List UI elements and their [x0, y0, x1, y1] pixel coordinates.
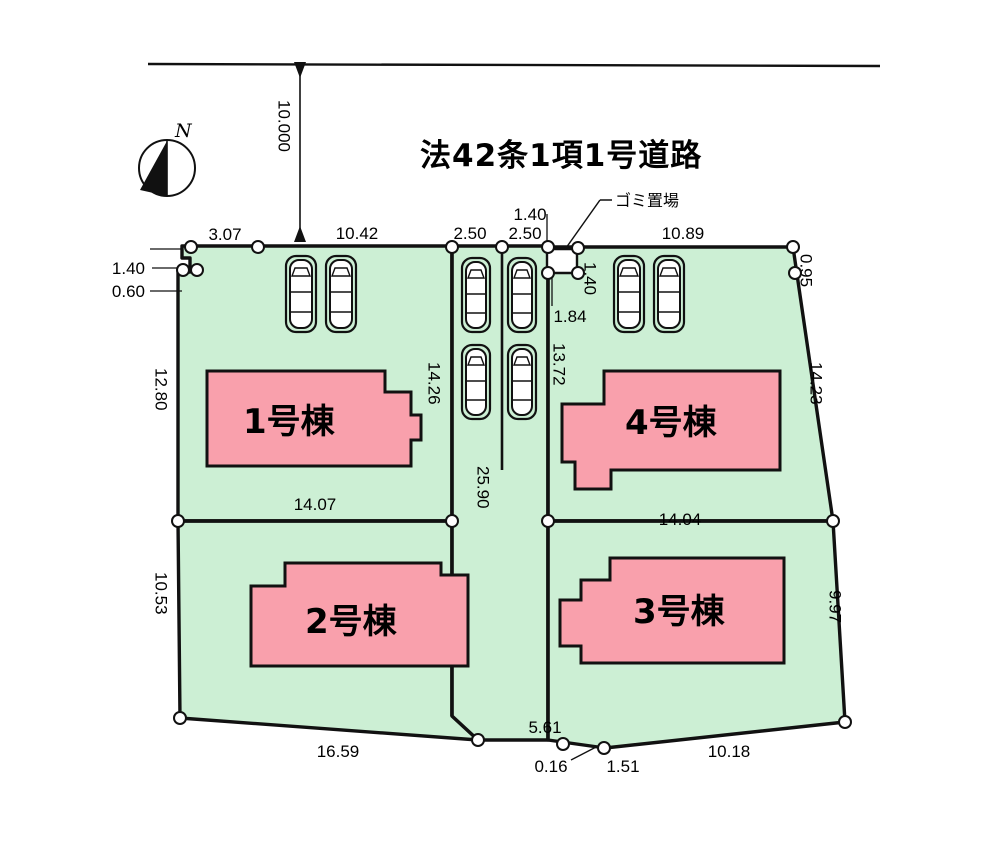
road-upper-boundary-line — [147, 62, 881, 68]
lot-division-lines — [178, 246, 833, 740]
dimension-interior-1-40-right: 1.40 — [581, 262, 600, 295]
building-footprint-1 — [205, 369, 423, 468]
building-footprint-3 — [558, 556, 786, 665]
dimension-right-14-23: 14.23 — [807, 362, 826, 405]
building-label-1: 1号棟 — [243, 402, 336, 442]
dimension-left-12-80: 12.80 — [152, 368, 171, 411]
dimension-bottom-5-61: 5.61 — [528, 718, 561, 737]
building-footprint-2 — [249, 561, 470, 668]
gomi-width-label: 1.40 — [513, 205, 546, 224]
dimension-interior-14-04: 14.04 — [659, 510, 702, 529]
dimension-bottom-1-51: 1.51 — [606, 757, 639, 776]
building-label-4: 4号棟 — [625, 403, 718, 443]
building-footprint-4 — [560, 369, 782, 491]
dimension-left-10-53: 10.53 — [152, 572, 171, 615]
dimension-bottom-0-16-leader — [570, 744, 601, 761]
dimension-bottom-16-59: 16.59 — [317, 742, 360, 761]
dimension-bottom-10-18: 10.18 — [708, 742, 751, 761]
north-arrow-icon: N — [138, 120, 196, 197]
dimension-interior-14-07: 14.07 — [294, 495, 337, 514]
building-label-3: 3号棟 — [633, 592, 726, 632]
dimension-interior-25-90: 25.90 — [474, 466, 493, 509]
dimension-road-offset-label: 10.000 — [275, 100, 294, 152]
gomi-storage-area: ゴミ置場 1.40 — [513, 191, 679, 275]
dimension-interior-13-72: 13.72 — [550, 343, 569, 386]
dimension-right-9-97: 9.97 — [826, 590, 845, 623]
dimension-top-10-89: 10.89 — [662, 224, 705, 243]
dimension-top-3-07: 3.07 — [208, 225, 241, 244]
gomi-storage-label: ゴミ置場 — [615, 191, 679, 210]
boundary-vertex-markers — [171, 240, 852, 755]
dimension-bottom-0-16: 0.16 — [534, 757, 567, 776]
page-title: 法42条1項1号道路 — [420, 138, 702, 174]
parking-stall-outlines — [284, 254, 686, 421]
dimension-top-2-50-b: 2.50 — [508, 224, 541, 243]
building-label-2: 2号棟 — [305, 602, 398, 642]
dimension-right-0-95: 0.95 — [797, 254, 816, 287]
dimension-top-10-42: 10.42 — [336, 224, 379, 243]
dimension-left-group: 1.40 0.60 — [112, 248, 182, 301]
dimension-interior-1-84: 1.84 — [553, 307, 586, 326]
dimension-left-1-40: 1.40 — [112, 259, 145, 278]
dimension-interior-14-26: 14.26 — [425, 362, 444, 405]
dimension-top-2-50-a: 2.50 — [453, 224, 486, 243]
dimension-road-offset: 10.000 — [275, 62, 306, 242]
dimension-left-0-60: 0.60 — [112, 282, 145, 301]
parking-car-icons — [289, 259, 681, 416]
north-arrow-label: N — [174, 120, 193, 142]
